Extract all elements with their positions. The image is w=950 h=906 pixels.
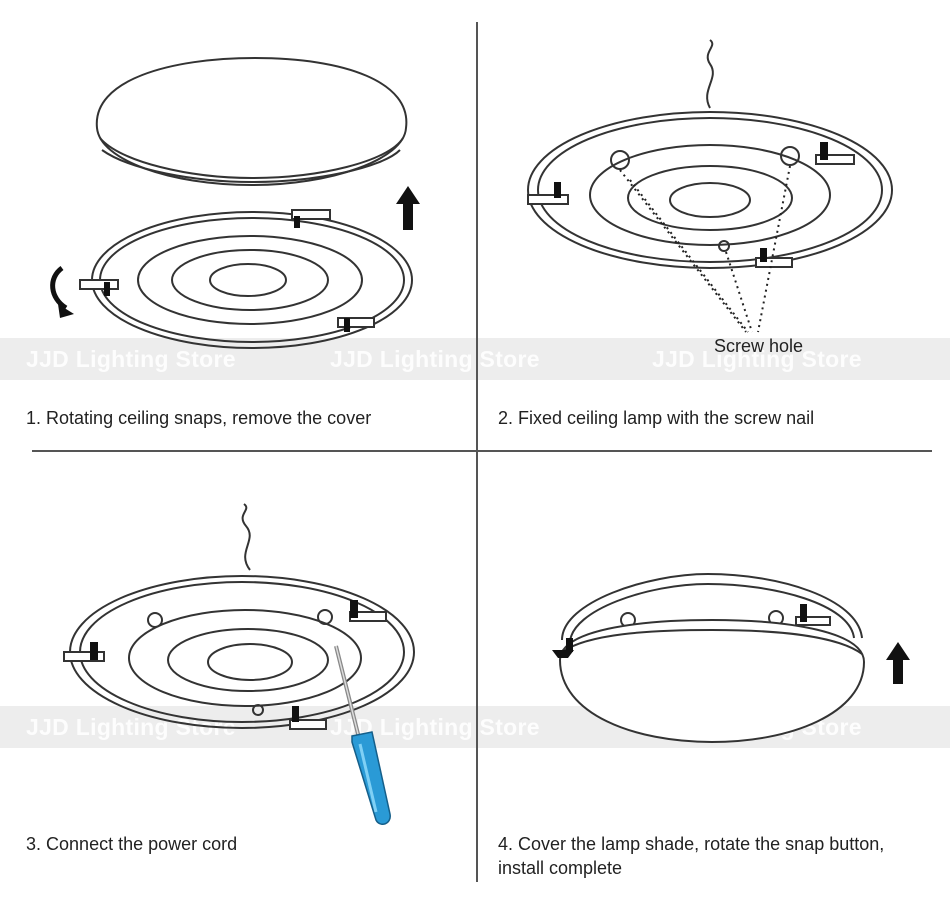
step-4-illustration: [552, 572, 910, 744]
step-3-panel: 3. Connect the power cord: [0, 452, 476, 906]
vertical-divider: [476, 22, 478, 882]
step-1-panel: 1. Rotating ceiling snaps, remove the co…: [0, 0, 476, 448]
screwdriver-icon: [351, 731, 391, 825]
watermark-text: JJD Lighting Store: [330, 346, 540, 372]
step-text: Rotating ceiling snaps, remove the cover: [46, 408, 372, 428]
step-3-illustration: [63, 503, 415, 825]
watermark-text: JJD Lighting Store: [652, 346, 862, 372]
step-4-caption: 4. Cover the lamp shade, rotate the snap…: [498, 832, 884, 880]
step-1-illustration: [50, 56, 420, 349]
watermark-text: JJD Lighting Store: [26, 714, 236, 740]
step-number: 2.: [498, 408, 514, 428]
step-2-illustration: [527, 39, 893, 333]
screw-hole-label: Screw hole: [714, 336, 804, 356]
step-text: Connect the power cord: [46, 834, 238, 854]
step-2-caption: 2. Fixed ceiling lamp with the screw nai…: [498, 406, 814, 430]
step-4-panel: 4. Cover the lamp shade, rotate the snap…: [478, 452, 950, 906]
step-number: 4.: [498, 834, 514, 854]
step-text-line2: install complete: [498, 858, 623, 878]
step-3-caption: 3. Connect the power cord: [26, 832, 237, 856]
watermark-band-top: JJD Lighting Store JJD Lighting Store JJ…: [0, 338, 950, 380]
step-text-line1: Cover the lamp shade, rotate the snap bu…: [518, 834, 885, 854]
step-2-panel: Screw hole 2. Fixed ceiling lamp with th…: [478, 0, 950, 448]
watermark-text: JJD Lighting Store: [26, 346, 236, 372]
step-number: 3.: [26, 834, 42, 854]
horizontal-divider: [32, 450, 932, 452]
step-1-caption: 1. Rotating ceiling snaps, remove the co…: [26, 406, 371, 430]
step-text: Fixed ceiling lamp with the screw nail: [518, 408, 815, 428]
step-number: 1.: [26, 408, 42, 428]
